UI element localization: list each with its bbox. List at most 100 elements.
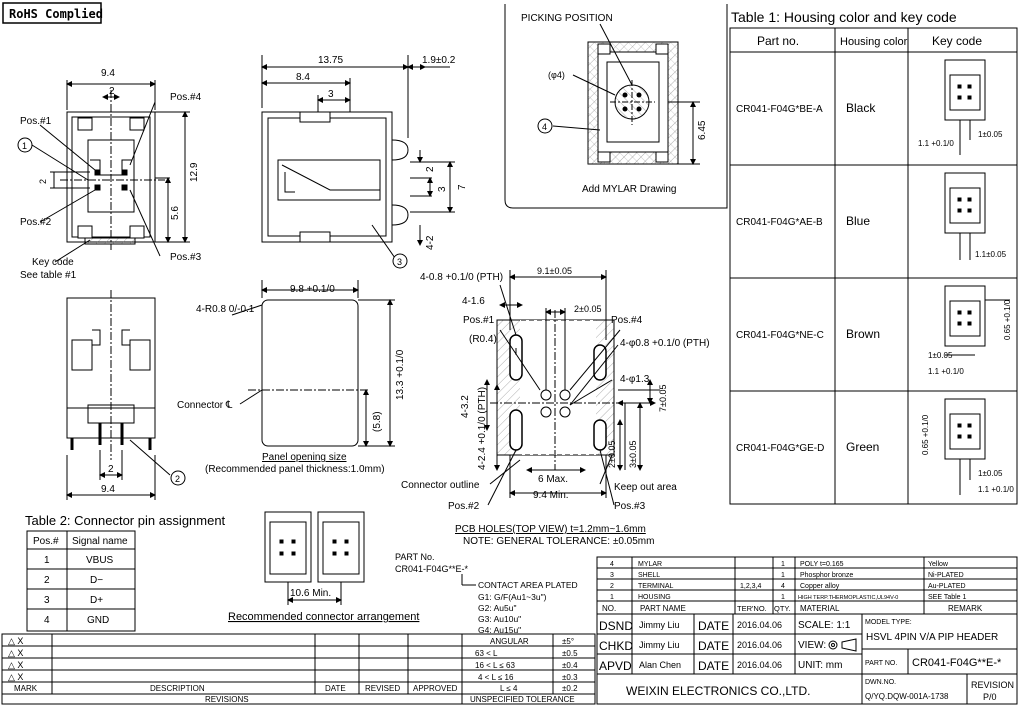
bom-ter: 1,2,3,4 <box>740 583 762 590</box>
picking-panel-border <box>504 4 728 209</box>
key-dim: 0.65 +0.1/0 <box>921 414 930 455</box>
bom-name: TERMINAL <box>638 583 674 590</box>
table1-color: Green <box>846 440 879 454</box>
table2-h-signal: Signal name <box>72 536 128 547</box>
bom-no: 3 <box>610 572 614 579</box>
tb-date: 2016.04.06 <box>737 660 782 670</box>
pcb-pos2: Pos.#2 <box>448 501 480 512</box>
tol-label: ANGULAR <box>490 637 529 646</box>
tol-value: ±0.4 <box>562 661 578 670</box>
bom-qty: 1 <box>781 561 785 568</box>
bom-no: 1 <box>610 594 614 601</box>
bom-remark: Au-PLATED <box>928 583 966 590</box>
pcb-pth1: 4-0.8 +0.1/0 (PTH) <box>420 272 503 283</box>
table1-color: Blue <box>846 214 870 228</box>
rev-mark: △ X <box>8 660 23 670</box>
bom-h-qty: QTY. <box>774 604 791 613</box>
tol-label: 16 < L ≤ 63 <box>475 661 515 670</box>
table2-title: Table 2: Connector pin assignment <box>25 513 226 528</box>
front-pos4: Pos.#4 <box>170 92 202 103</box>
bom-h-mat: MATERIAL <box>800 604 840 613</box>
pcb-dim-3: 3±0.05 <box>628 441 638 468</box>
pcb-dim-7: 7±0.05 <box>658 385 668 412</box>
table1-part: CR041-F04G*GE-D <box>736 443 824 454</box>
pcb-six-max: 6 Max. <box>538 474 568 485</box>
pcb-dim-416: 4-1.6 <box>462 296 485 307</box>
pcb-phi08: 4-φ0.8 +0.1/0 (PTH) <box>620 338 710 349</box>
tol-label: 4 < L ≤ 16 <box>478 673 514 682</box>
tol-value: ±5° <box>562 637 574 646</box>
bom-h-remark: REMARK <box>948 604 983 613</box>
table2-signal: VBUS <box>86 555 114 566</box>
rohs-label: RoHS Complied <box>9 7 103 21</box>
key-code-drawings <box>944 59 1010 495</box>
bom-name: HOUSING <box>638 594 671 601</box>
tb-model-type-label: MODEL TYPE: <box>865 619 912 626</box>
tol-value: ±0.2 <box>562 684 578 693</box>
pcb-caption: PCB HOLES(TOP VIEW) t=1.2mm~1.6mm <box>455 524 646 535</box>
tb-part-no-label: PART NO. <box>865 660 897 667</box>
front-dim-56: 5.6 <box>170 206 181 220</box>
tb-chkd-name: Jimmy Liu <box>639 640 680 650</box>
key-dim: 1±0.05 <box>978 469 1003 478</box>
part-no-label: PART No. <box>395 552 435 562</box>
panel-r-label: 4-R0.8 0/-0.1 <box>196 304 255 315</box>
rev-h-date: DATE <box>325 684 346 693</box>
panel-thickness: (Recommended panel thickness:1.0mm) <box>205 464 385 475</box>
key-dim: 0.65 +0.1/0 <box>1003 299 1012 340</box>
pcb-outline: Connector outline <box>401 480 480 491</box>
tb-date-label: DATE <box>698 639 729 653</box>
rev-mark: △ X <box>8 648 23 658</box>
revisions-table <box>1 633 596 705</box>
picking-dim-645: 6.45 <box>697 120 708 140</box>
key-dim: 1.1 +0.1/0 <box>918 139 954 148</box>
pcb-pos3: Pos.#3 <box>614 501 646 512</box>
key-code-label: Key code <box>32 257 74 268</box>
rev-mark: △ X <box>8 672 23 682</box>
front-pos1: Pos.#1 <box>20 116 52 127</box>
side-dim-1375: 13.75 <box>318 55 343 66</box>
bom-remark: SEE Table 1 <box>928 594 967 601</box>
bom-qty: 1 <box>781 594 785 601</box>
tb-scale: SCALE: 1:1 <box>798 620 851 631</box>
tb-part-no: CR041-F04G**E-* <box>912 657 1002 669</box>
tb-unit: UNIT: mm <box>798 660 842 671</box>
rev-footer: REVISIONS <box>205 695 249 704</box>
pcb-dim-2: 2±0.05 <box>574 304 601 314</box>
table2-pos: 2 <box>44 575 50 586</box>
tb-model-type: HSVL 4PIN V/A PIP HEADER <box>866 632 998 643</box>
side-dim-2: 2 <box>425 166 436 172</box>
side-dim-3: 3 <box>328 89 334 100</box>
pcb-pos1: Pos.#1 <box>463 315 495 326</box>
table1-part: CR041-F04G*AE-B <box>736 217 823 228</box>
tb-dsnd-name: Jimmy Liu <box>639 620 680 630</box>
bom-qty: 1 <box>781 572 785 579</box>
pcb-dim-424: 4-2.4 +0.1/0 (PTH) <box>477 387 488 470</box>
tb-apvd-name: Alan Chen <box>639 660 681 670</box>
tol-label: L ≤ 4 <box>500 684 518 693</box>
picking-circle-4: 4 <box>542 122 547 132</box>
pcb-phi13: 4-φ1.3 <box>620 374 650 385</box>
pcb-min94: 9.4 Min. <box>533 490 569 501</box>
bottom-dim-2: 2 <box>108 464 114 475</box>
rev-h-mark: MARK <box>14 684 38 693</box>
tb-dwn: Q/YQ.DQW-001A-1738 <box>865 692 949 701</box>
projection-icon <box>828 638 857 652</box>
tb-chkd: CHKD <box>599 639 633 653</box>
side-dim-84: 8.4 <box>296 72 310 83</box>
pcb-note: NOTE: GENERAL TOLERANCE: ±0.05mm <box>463 536 654 547</box>
table1-color: Black <box>846 101 876 115</box>
contact-title: CONTACT AREA PLATED <box>478 580 578 590</box>
side-circle-3: 3 <box>397 257 402 267</box>
bom-remark: Yellow <box>928 561 949 568</box>
tol-footer: UNSPECIFIED TOLERANCE <box>470 695 575 704</box>
pcb-keep-out: Keep out area <box>614 482 677 493</box>
front-circle-1: 1 <box>22 141 27 151</box>
table2-pos: 1 <box>44 555 50 566</box>
contact-g1: G1: G/F(Au1~3u") <box>478 592 547 602</box>
key-dim: 1.1±0.05 <box>975 250 1007 259</box>
tb-date-label: DATE <box>698 659 729 673</box>
front-dim-129: 12.9 <box>189 162 200 182</box>
front-view <box>31 80 190 263</box>
